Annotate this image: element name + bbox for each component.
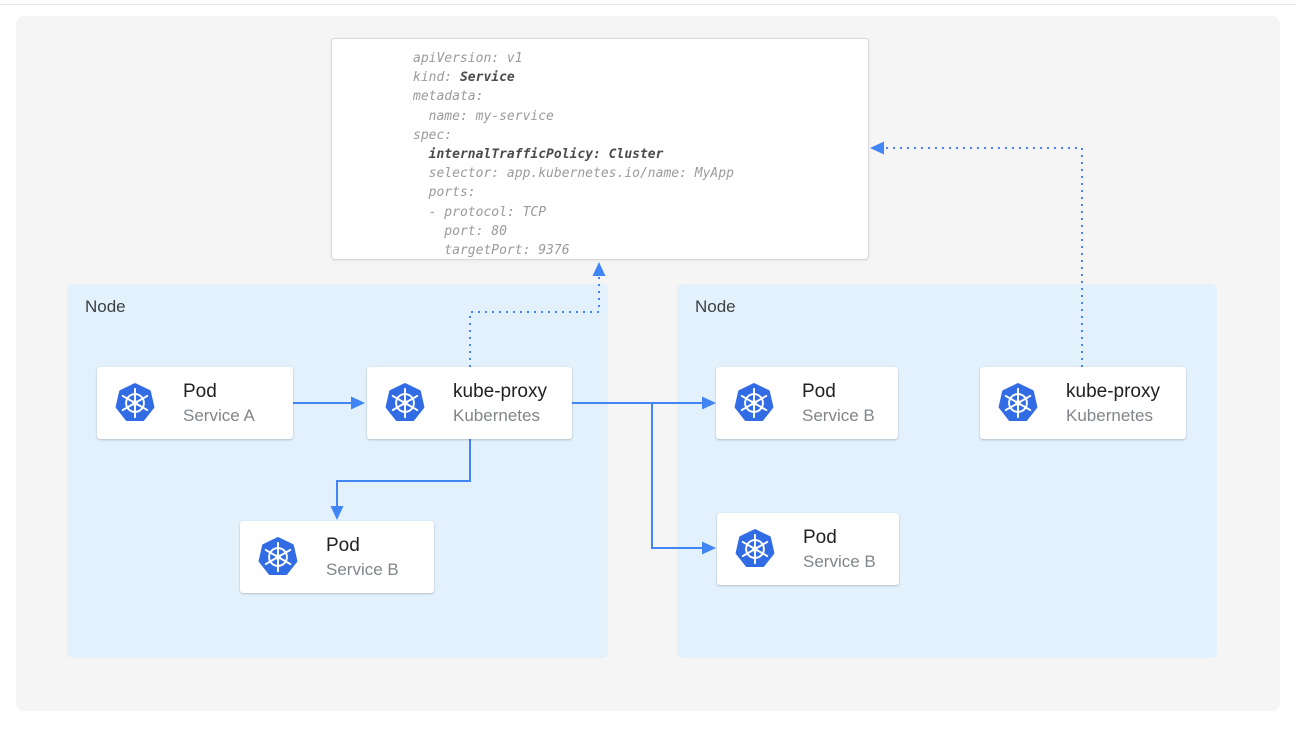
card-subtitle: Kubernetes: [453, 405, 540, 425]
card-kube-proxy-right: kube-proxy Kubernetes: [980, 367, 1186, 439]
yaml-line: selector: app.kubernetes.io/name: MyApp: [413, 166, 734, 182]
kubernetes-icon: [733, 527, 777, 571]
kubernetes-icon: [113, 381, 157, 425]
yaml-line: internalTrafficPolicy: Cluster: [428, 147, 664, 163]
yaml-line: metadata:: [413, 89, 484, 105]
yaml-line: apiVersion: v1: [413, 51, 523, 66]
node-box-left: Node: [67, 284, 608, 658]
card-title: Pod: [802, 380, 836, 402]
card-pod-service-a: Pod Service A: [97, 367, 293, 439]
card-pod-service-b-right-bottom: Pod Service B: [717, 513, 899, 585]
card-subtitle: Service B: [326, 559, 399, 579]
card-subtitle: Service B: [802, 405, 875, 425]
top-divider: [0, 4, 1296, 5]
card-title: Pod: [183, 380, 217, 402]
yaml-line: ports:: [413, 185, 476, 201]
node-box-right: Node: [677, 284, 1217, 658]
yaml-line: name: my-service: [413, 108, 554, 124]
card-title: kube-proxy: [1066, 380, 1160, 402]
yaml-line: kind: Service: [413, 70, 515, 86]
card-pod-service-b-left: Pod Service B: [240, 521, 434, 593]
node-label: Node: [85, 297, 126, 316]
card-title: kube-proxy: [453, 380, 547, 402]
yaml-line: targetPort: 9376: [413, 243, 570, 259]
card-title: Pod: [326, 534, 360, 556]
kubernetes-icon: [732, 381, 776, 425]
card-pod-service-b-right-top: Pod Service B: [716, 367, 898, 439]
yaml-line: spec:: [413, 127, 453, 143]
card-title: Pod: [803, 526, 837, 548]
yaml-line: port: 80: [413, 223, 507, 239]
card-subtitle: Kubernetes: [1066, 405, 1153, 425]
node-label: Node: [695, 297, 736, 316]
card-kube-proxy-left: kube-proxy Kubernetes: [367, 367, 572, 439]
kubernetes-icon: [383, 381, 427, 425]
yaml-line: - protocol: TCP: [413, 204, 547, 220]
kubernetes-icon: [996, 381, 1040, 425]
card-subtitle: Service B: [803, 551, 876, 571]
service-yaml-panel: apiVersion: v1 kind: Service metadata: n…: [331, 38, 869, 260]
kubernetes-icon: [256, 535, 300, 579]
card-subtitle: Service A: [183, 405, 255, 425]
